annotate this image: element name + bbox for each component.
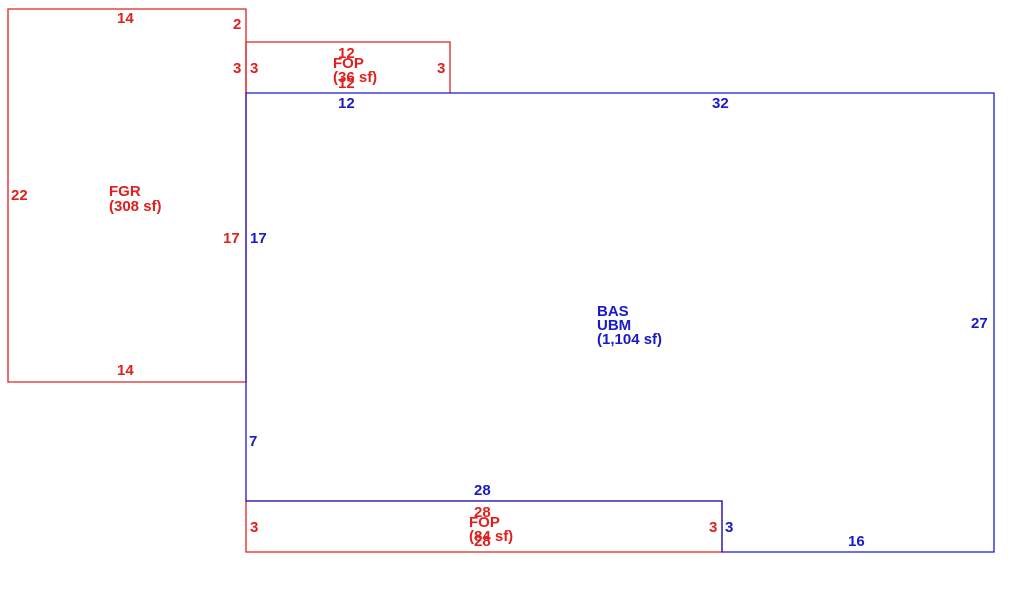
fop-bottom-dim-top: 28	[474, 504, 491, 521]
bas-dim-bottom-right: 16	[848, 533, 865, 550]
fop-bottom-dim-right: 3	[709, 519, 717, 536]
fgr-dim-bottom: 14	[117, 362, 134, 379]
fgr-dim-top-right: 2	[233, 16, 241, 33]
fgr-code-label: FGR	[109, 183, 141, 200]
bas-dim-top-right: 32	[712, 95, 729, 112]
bas-code-label: BAS	[597, 303, 629, 320]
fop-bottom-code-label: FOP	[469, 514, 500, 531]
bas-dim-bottom-inner: 28	[474, 482, 491, 499]
fop-top-area-label: (36 sf)	[333, 69, 377, 86]
fop-top-outline	[245, 41, 451, 93]
fop-top-code-label: FOP	[333, 55, 364, 72]
fop-top-dim-right: 3	[437, 60, 445, 77]
bas-dim-left-lower: 7	[249, 433, 257, 450]
fop-bottom-dim-left: 3	[250, 519, 258, 536]
fgr-dim-top: 14	[117, 10, 134, 27]
fop-bottom-dim-bottom: 28	[474, 533, 491, 550]
fgr-dim-right-upper: 3	[233, 60, 241, 77]
bas-dim-top-left: 12	[338, 95, 355, 112]
fgr-dim-left: 22	[11, 187, 28, 204]
bas-area-label: (1,104 sf)	[597, 331, 662, 348]
bas-outline	[245, 92, 995, 553]
bas-code2-label: UBM	[597, 317, 631, 334]
fop-top-dim-left: 3	[250, 60, 258, 77]
fgr-area-label: (308 sf)	[109, 198, 162, 215]
bas-dim-left-upper: 17	[250, 230, 267, 247]
fgr-dim-right: 17	[223, 230, 240, 247]
fop-top-dim-bottom: 12	[338, 75, 355, 92]
fop-top-dim-top: 12	[338, 45, 355, 62]
fop-bottom-area-label: (84 sf)	[469, 528, 513, 545]
bas-dim-right: 27	[971, 315, 988, 332]
bas-dim-step: 3	[725, 519, 733, 536]
